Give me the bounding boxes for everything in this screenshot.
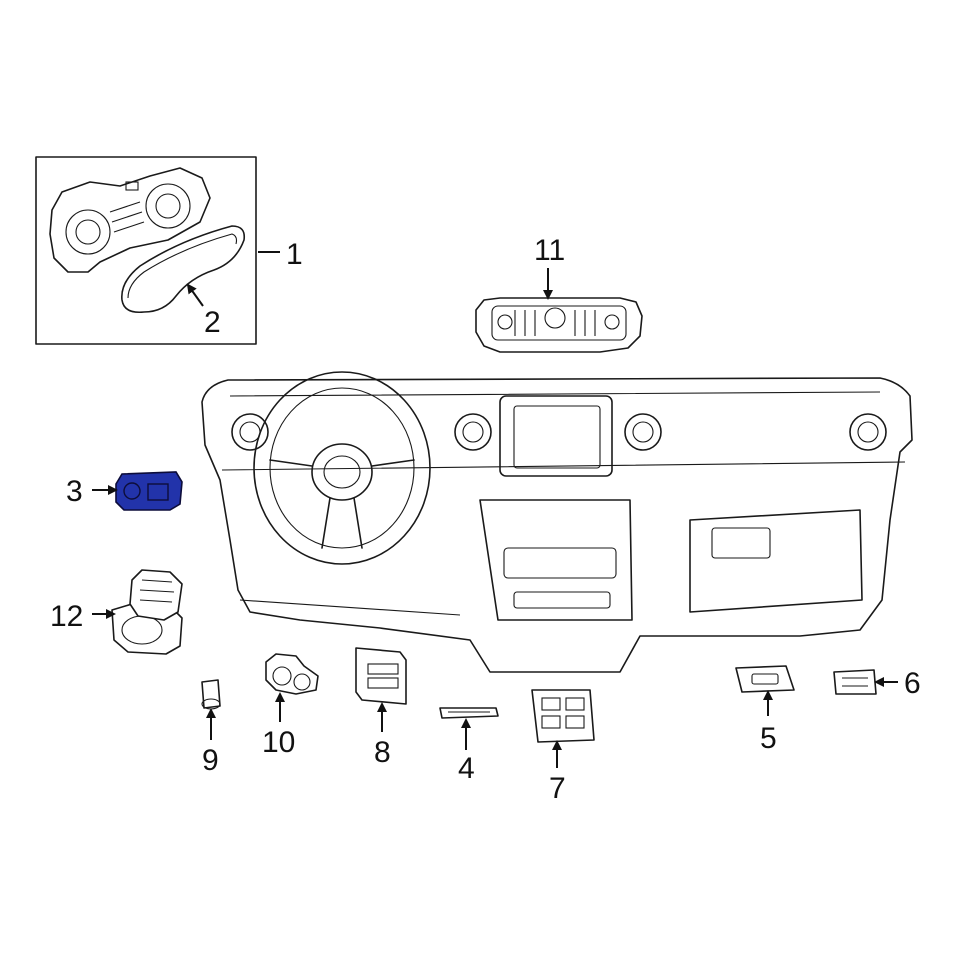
switch-right-part[interactable] bbox=[833, 669, 877, 695]
cluster-inset-box bbox=[35, 156, 257, 345]
vent-center-right-icon bbox=[624, 413, 662, 451]
callout-4: 4 bbox=[458, 752, 475, 785]
headlamp-switch-part[interactable] bbox=[115, 471, 183, 511]
connector-part[interactable] bbox=[265, 653, 319, 695]
ignition-switch-part[interactable] bbox=[111, 569, 183, 655]
plug-part[interactable] bbox=[201, 679, 221, 710]
dashboard-outline bbox=[201, 371, 913, 673]
callout-10: 10 bbox=[262, 726, 295, 759]
vent-right-icon bbox=[849, 413, 887, 451]
center-display-icon bbox=[499, 395, 613, 477]
switch-bank-part[interactable] bbox=[531, 689, 595, 743]
callout-11: 11 bbox=[534, 234, 565, 267]
control-bezel-part[interactable] bbox=[475, 297, 643, 353]
callout-12: 12 bbox=[50, 600, 83, 633]
callout-6: 6 bbox=[904, 667, 921, 700]
callout-5: 5 bbox=[760, 722, 777, 755]
leader-lines bbox=[92, 251, 898, 768]
callout-7: 7 bbox=[549, 772, 566, 805]
steering-wheel-icon bbox=[253, 371, 431, 565]
callout-3: 3 bbox=[66, 475, 83, 508]
vent-center-left-icon bbox=[454, 413, 492, 451]
callout-2: 2 bbox=[204, 306, 221, 339]
instrument-cluster-part[interactable] bbox=[49, 167, 211, 273]
cluster-lens-part[interactable] bbox=[121, 225, 246, 314]
outlet-bezel-part[interactable] bbox=[355, 647, 407, 705]
glove-box-icon bbox=[689, 509, 863, 613]
vent-left-icon bbox=[231, 413, 269, 451]
switch-left-part[interactable] bbox=[735, 665, 795, 693]
slim-switch-part[interactable] bbox=[439, 707, 499, 719]
callout-8: 8 bbox=[374, 736, 391, 769]
callout-1: 1 bbox=[286, 238, 303, 271]
center-console-icon bbox=[479, 499, 633, 621]
callout-9: 9 bbox=[202, 744, 219, 777]
